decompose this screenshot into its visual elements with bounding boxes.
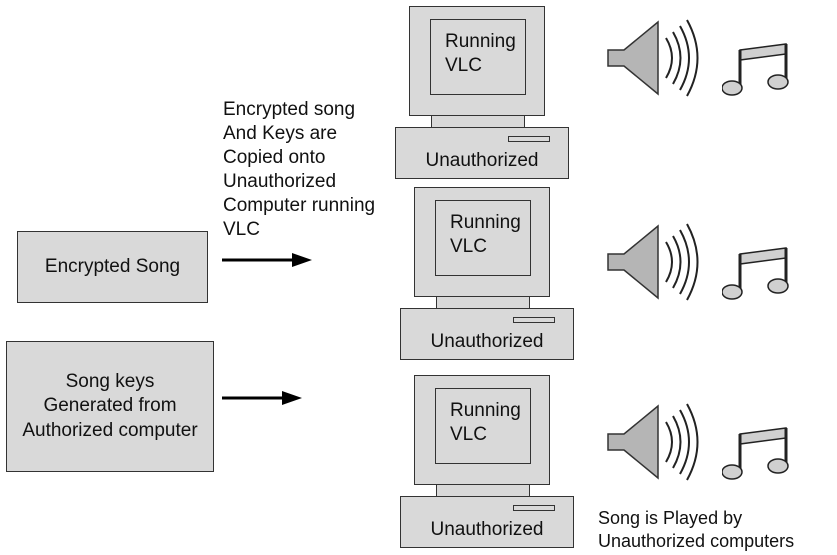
unauthorized-computer-2: Running VLC Unauthorized [400, 187, 590, 367]
song-keys-box: Song keys Generated from Authorized comp… [6, 341, 214, 472]
monitor: Running VLC [414, 187, 550, 297]
speaker-icon [607, 223, 699, 301]
encrypted-song-box: Encrypted Song [17, 231, 208, 303]
screen-text: Running VLC [430, 19, 526, 95]
drive-slot [513, 505, 555, 511]
music-note-icon [722, 247, 789, 300]
unauthorized-label: Unauthorized [430, 519, 544, 540]
arrow-song-keys [222, 391, 302, 405]
song-keys-label: Song keys Generated from Authorized comp… [22, 371, 198, 441]
computer-case: Unauthorized [395, 127, 569, 179]
monitor: Running VLC [414, 375, 550, 485]
played-caption: Song is Played by Unauthorized computers [598, 508, 795, 551]
speaker-icon [607, 19, 699, 97]
unauthorized-computer-1: Running VLC Unauthorized [395, 6, 585, 186]
unauthorized-label: Unauthorized [425, 150, 539, 171]
music-note-icon [722, 43, 789, 96]
drive-slot [508, 136, 550, 142]
screen-text: Running VLC [435, 200, 531, 276]
unauthorized-computer-3: Running VLC Unauthorized [400, 375, 590, 555]
computer-case: Unauthorized [400, 496, 574, 548]
monitor: Running VLC [409, 6, 545, 116]
screen-text: Running VLC [435, 388, 531, 464]
music-note-icon [722, 427, 789, 480]
computer-case: Unauthorized [400, 308, 574, 360]
drive-slot [513, 317, 555, 323]
encrypted-song-label: Encrypted Song [44, 255, 181, 277]
copy-caption: Encrypted song And Keys are Copied onto … [223, 99, 376, 240]
arrow-encrypted-song [222, 253, 312, 267]
speaker-icon [607, 403, 699, 481]
unauthorized-label: Unauthorized [430, 331, 544, 352]
